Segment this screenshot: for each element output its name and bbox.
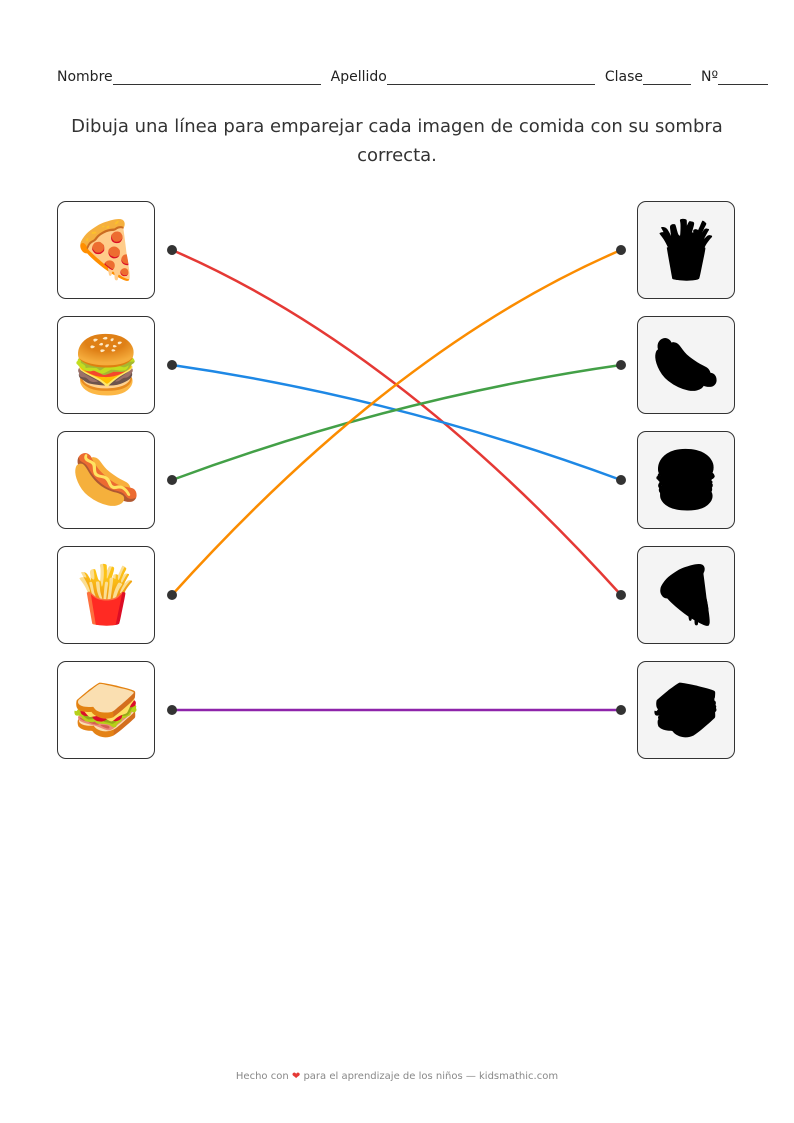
match-line [171,363,622,482]
class-field[interactable] [642,70,691,85]
fries-shadow-silhouette: 🍟 [651,218,721,283]
fries-image: 🍟 [71,563,141,628]
pizza-image: 🍕 [71,218,141,283]
instruction-text: Dibuja una línea para emparejar cada ima… [71,116,723,166]
surname-label: Apellido [330,69,387,85]
heart-icon: ❤ [291,1071,301,1082]
number-label: Nº [700,69,719,85]
match-line [171,363,622,482]
footer: Hecho con ❤ para el aprendizaje de los n… [0,1071,794,1082]
name-label: Nombre [57,69,113,85]
number-field[interactable] [718,70,769,85]
sandwich-image: 🥪 [71,678,141,743]
food-card-fries[interactable]: 🍟 [57,546,155,644]
shadow-card-hotdog-shadow[interactable]: 🌭 [637,316,735,414]
food-card-hamburger[interactable]: 🍔 [57,316,155,414]
right-dot[interactable] [616,245,626,255]
hamburger-image: 🍔 [71,333,141,398]
name-field[interactable] [112,70,321,85]
food-card-sandwich[interactable]: 🥪 [57,661,155,759]
sandwich-shadow-silhouette: 🥪 [651,678,721,743]
left-dot[interactable] [167,705,177,715]
footer-text-before: Hecho con [235,1071,289,1082]
shadow-card-fries-shadow[interactable]: 🍟 [637,201,735,299]
shadow-card-hamburger-shadow[interactable]: 🍔 [637,431,735,529]
left-dot[interactable] [167,360,177,370]
class-label: Clase [604,69,643,85]
match-line [171,248,622,596]
food-card-hotdog[interactable]: 🌭 [57,431,155,529]
footer-text-after: para el aprendizaje de los niños — kidsm… [303,1071,559,1082]
pizza-shadow-silhouette: 🍕 [651,563,721,628]
hotdog-image: 🌭 [71,448,141,513]
hamburger-shadow-silhouette: 🍔 [651,448,721,513]
right-dot[interactable] [616,590,626,600]
surname-field[interactable] [386,70,595,85]
food-card-pizza[interactable]: 🍕 [57,201,155,299]
right-dot[interactable] [616,705,626,715]
right-dot[interactable] [616,360,626,370]
match-line [171,248,622,596]
left-dot[interactable] [167,475,177,485]
shadow-card-sandwich-shadow[interactable]: 🥪 [637,661,735,759]
student-info-fields: Nombre Apellido Clase Nº [57,69,777,85]
left-dot[interactable] [167,245,177,255]
shadow-card-pizza-shadow[interactable]: 🍕 [637,546,735,644]
hotdog-shadow-silhouette: 🌭 [651,333,721,398]
left-dot[interactable] [167,590,177,600]
right-dot[interactable] [616,475,626,485]
